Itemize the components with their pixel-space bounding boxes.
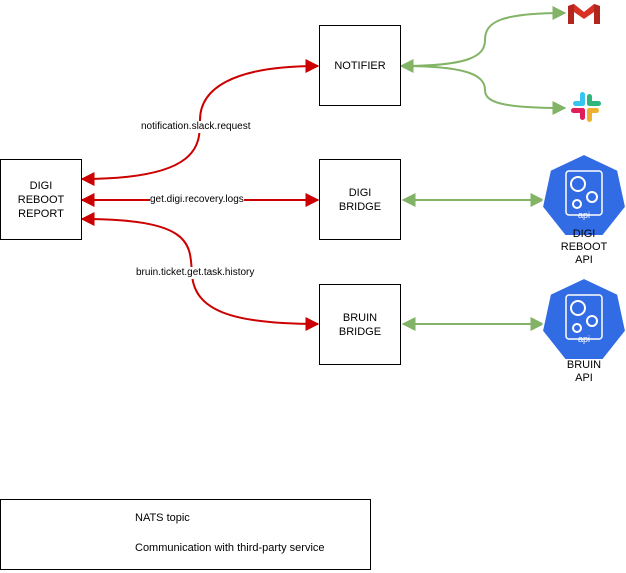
notifier-node: NOTIFIER bbox=[319, 25, 401, 106]
edge-notifier-slack bbox=[400, 65, 567, 115]
bruin-api-icon: api bbox=[540, 276, 626, 361]
bruin-api-badge: api bbox=[578, 334, 590, 344]
bruin-api-caption: BRUIN API bbox=[566, 359, 602, 384]
legend-third-party-label: Communication with third-party service bbox=[135, 542, 325, 554]
bruin-bridge-node: BRUIN BRIDGE bbox=[319, 284, 401, 365]
edge-label-notification-slack-request: notification.slack.request bbox=[141, 121, 251, 133]
edge-label-bruin-ticket-get-task-history: bruin.ticket.get.task.history bbox=[136, 267, 255, 279]
edge-label-get-digi-recovery-logs: get.digi.recovery.logs bbox=[150, 194, 244, 206]
digi-reboot-report-label: DIGI REBOOT REPORT bbox=[17, 179, 65, 220]
edge-notification-slack-request bbox=[80, 59, 320, 186]
digi-bridge-label: DIGI BRIDGE bbox=[338, 186, 382, 213]
notifier-label: NOTIFIER bbox=[334, 59, 386, 72]
legend-nats-label: NATS topic bbox=[135, 512, 190, 524]
digi-api-badge: api bbox=[578, 210, 590, 220]
gmail-icon bbox=[568, 4, 600, 24]
digi-api-icon: api bbox=[540, 152, 626, 237]
bruin-bridge-label: BRUIN BRIDGE bbox=[338, 311, 382, 338]
digi-api-caption: DIGI REBOOT API bbox=[560, 228, 608, 266]
digi-bridge-node: DIGI BRIDGE bbox=[319, 159, 401, 240]
edge-notifier-gmail bbox=[399, 6, 567, 73]
slack-icon bbox=[571, 92, 601, 122]
digi-reboot-report-node: DIGI REBOOT REPORT bbox=[0, 159, 82, 240]
legend: NATS topic Communication with third-part… bbox=[0, 499, 371, 570]
